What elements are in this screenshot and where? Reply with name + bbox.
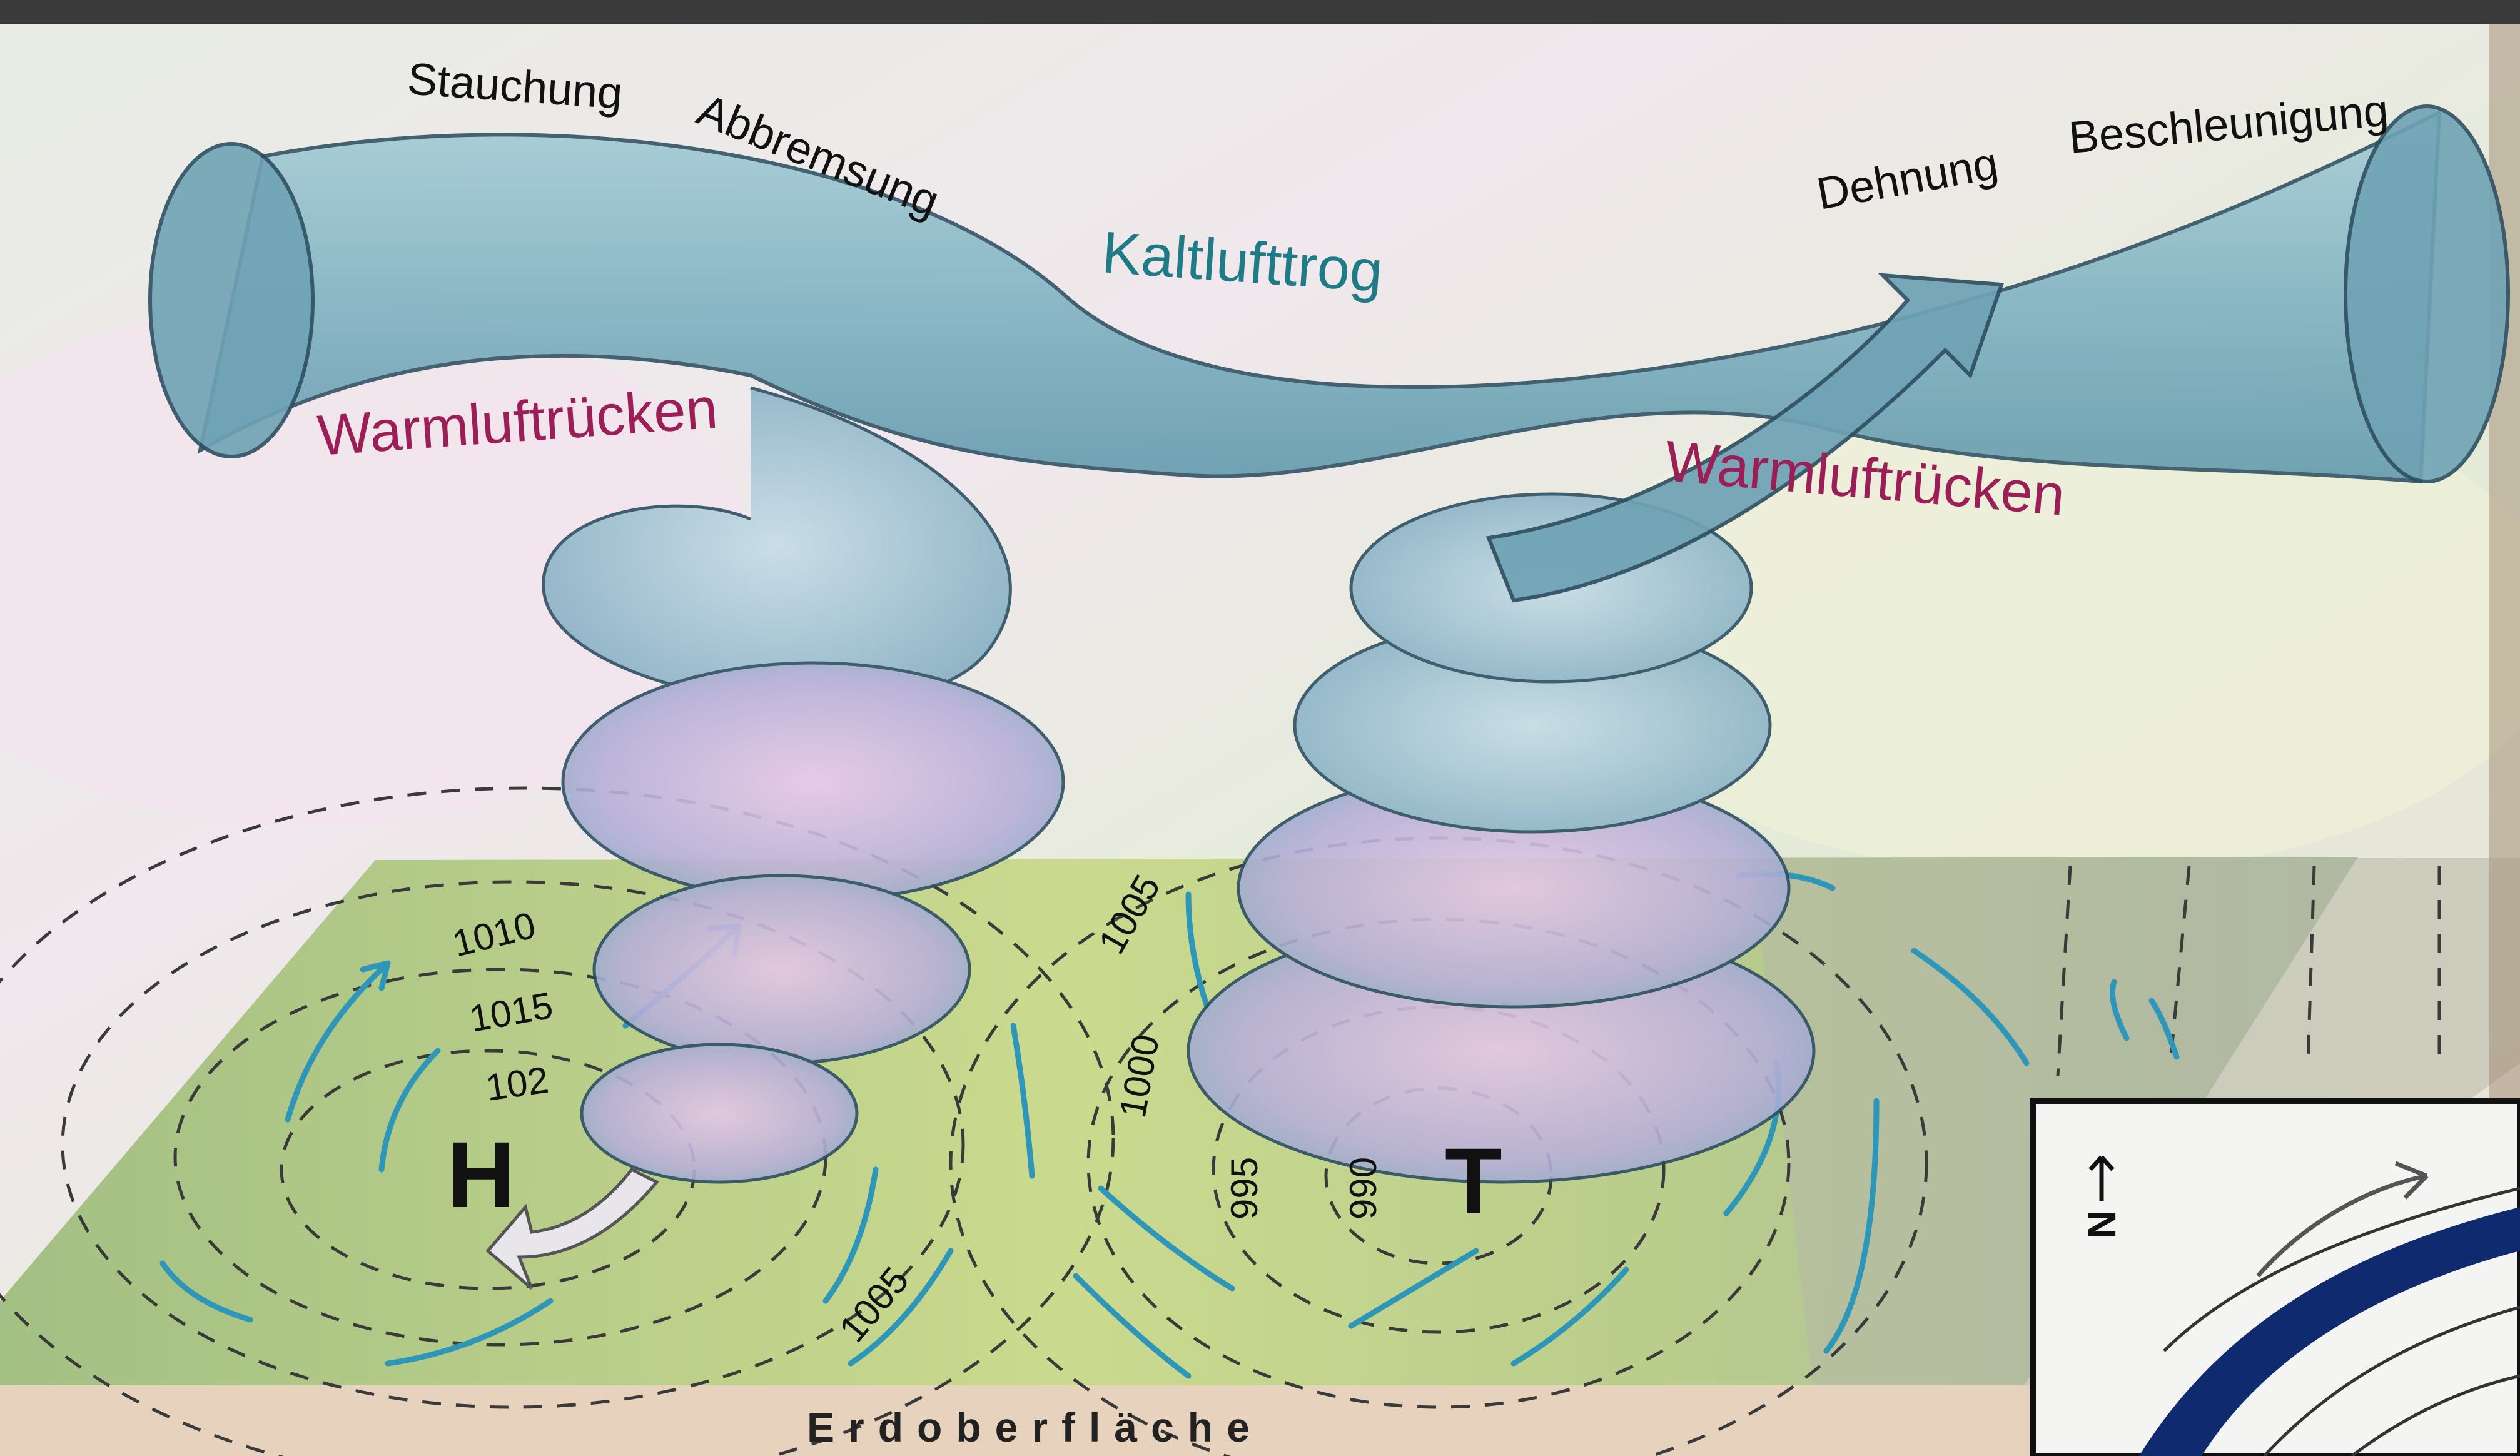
haze-blob-right	[1564, 375, 2520, 876]
isobar-102: 102	[483, 1059, 550, 1109]
inset-flow-arrow	[2256, 1161, 2429, 1278]
label-high: H	[447, 1122, 515, 1227]
isobars-right-lines	[2056, 866, 2441, 1076]
surface-band	[0, 1385, 2033, 1456]
inset-map: N	[2030, 1098, 2520, 1456]
tube-end-right	[2344, 104, 2510, 483]
isobar-990: 990	[1342, 1157, 1384, 1220]
label-erdoberflaeche: Erdoberfläche	[807, 1404, 1263, 1450]
upflow-arrow-low	[1485, 273, 2005, 603]
downflow-arrow-high	[485, 1167, 659, 1290]
inset-contour-2	[2263, 1305, 2520, 1456]
north-arrow-icon: N	[2079, 1155, 2124, 1239]
isobar-995: 995	[1223, 1157, 1265, 1220]
inset-frame	[2030, 1098, 2520, 1456]
top-frame-strip	[0, 0, 2520, 24]
north-label: N	[2079, 1210, 2124, 1239]
tube-end-left	[148, 142, 315, 458]
spiral-high	[542, 386, 1065, 1184]
inset-jet-band	[2139, 1207, 2520, 1456]
label-low: T	[1445, 1128, 1502, 1233]
inset-contour-1	[2163, 1186, 2520, 1352]
inset-contour-3	[2350, 1374, 2520, 1456]
